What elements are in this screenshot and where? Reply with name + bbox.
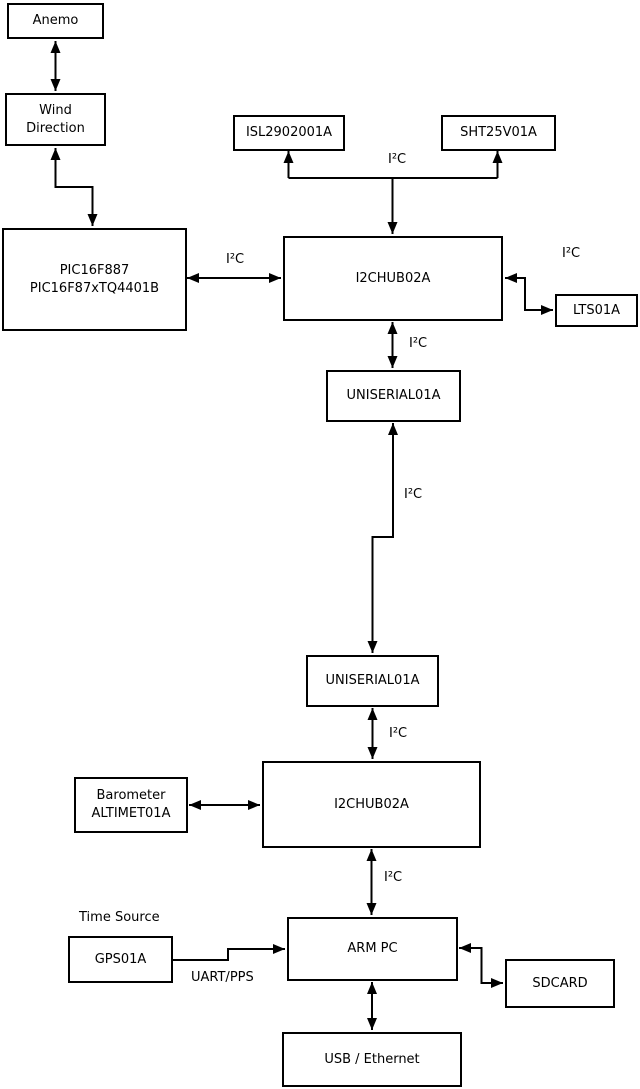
node-lts-label: LTS01A	[572, 302, 621, 318]
bus-label-i2c-hub1-lts: I²C	[562, 246, 581, 261]
bus-label-i2c-pic-hub1: I²C	[226, 252, 245, 267]
node-barometer: Barometer ALTIMET01A	[74, 777, 188, 833]
node-gps01a: GPS01A	[68, 936, 173, 983]
node-sdcard-label: SDCARD	[532, 975, 588, 991]
node-i2chub-top: I2CHUB02A	[283, 236, 503, 321]
node-sht25v01a: SHT25V01A	[441, 115, 556, 151]
connector-gps-armpc	[173, 944, 285, 961]
node-usb-ethernet: USB / Ethernet	[282, 1032, 462, 1087]
node-uniserial-bottom-label: UNISERIAL01A	[325, 673, 420, 689]
node-i2chub-bottom-label: I2CHUB02A	[334, 796, 409, 812]
bus-label-i2c-hub1-uniserial1: I²C	[409, 336, 428, 351]
connector-wind-pic	[50, 148, 98, 226]
node-lts01a: LTS01A	[555, 294, 638, 327]
bus-label-i2c-hub2-armpc: I²C	[384, 870, 403, 885]
bus-label-i2c-branch: I²C	[388, 152, 407, 167]
node-sht-label: SHT25V01A	[460, 125, 537, 141]
bus-label-i2c-uniserial1-uniserial2: I²C	[404, 487, 423, 502]
node-isl-label: ISL2902001A	[245, 125, 333, 141]
node-uniserial-top: UNISERIAL01A	[326, 370, 461, 422]
node-pic-microcontroller: PIC16F887 PIC16F87xTQ4401B	[2, 228, 187, 331]
node-sdcard: SDCARD	[505, 959, 615, 1008]
connector-armpc-sdcard	[459, 943, 503, 988]
node-uniserial-top-label: UNISERIAL01A	[346, 388, 441, 404]
node-wind-direction: Wind Direction	[5, 93, 106, 146]
node-anemo: Anemo	[7, 3, 104, 39]
bus-label-i2c-uniserial2-hub2: I²C	[389, 726, 408, 741]
node-arm-pc: ARM PC	[287, 917, 458, 981]
node-usb-ethernet-label: USB / Ethernet	[324, 1051, 420, 1067]
connector-hub1-lts	[505, 273, 553, 315]
node-pic-label: PIC16F887 PIC16F87xTQ4401B	[29, 262, 160, 296]
node-arm-pc-label: ARM PC	[347, 941, 398, 957]
node-anemo-label: Anemo	[32, 13, 79, 29]
node-uniserial-bottom: UNISERIAL01A	[306, 655, 439, 707]
annotation-uart-pps: UART/PPS	[191, 970, 254, 985]
node-i2chub-bottom: I2CHUB02A	[262, 761, 481, 848]
node-i2chub-top-label: I2CHUB02A	[355, 270, 431, 286]
connector-uniserial1-uniserial2	[367, 423, 398, 653]
node-isl2902001a: ISL2902001A	[233, 115, 345, 151]
node-gps-label: GPS01A	[94, 951, 147, 967]
annotation-time-source: Time Source	[79, 910, 160, 925]
node-wind-direction-label: Wind Direction	[26, 102, 85, 136]
node-barometer-label: Barometer ALTIMET01A	[91, 788, 171, 821]
